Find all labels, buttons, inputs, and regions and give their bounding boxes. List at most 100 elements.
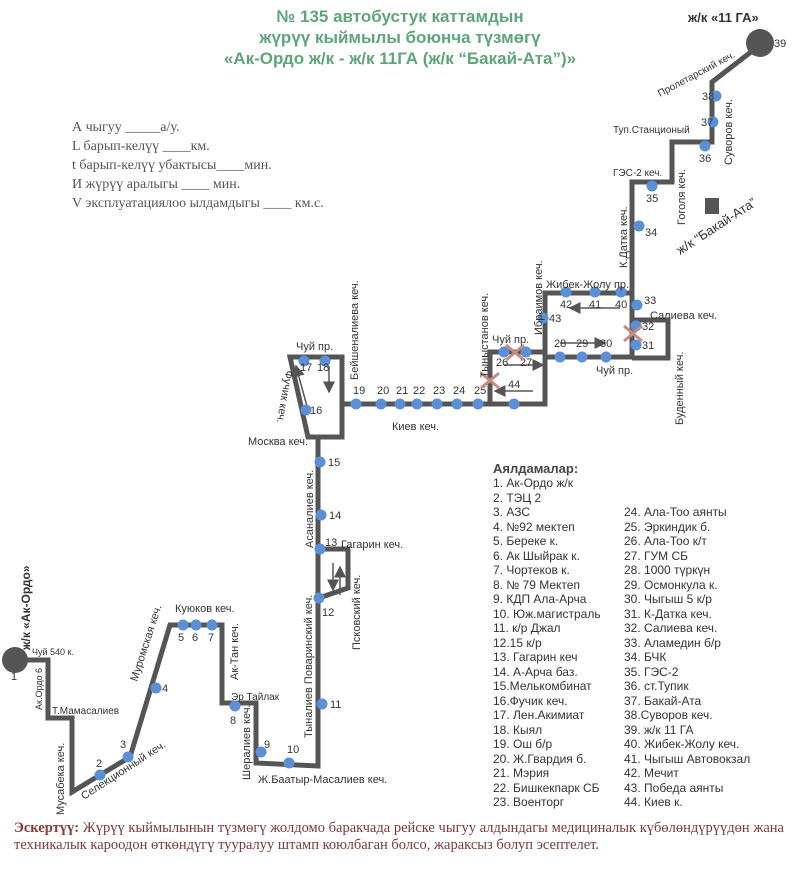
legend-stop-item: 10. Юж.магистраль — [493, 606, 601, 621]
bus-stop-number: 32 — [642, 321, 654, 333]
street-kuyukov: Куюков кеч. — [175, 603, 235, 615]
street-asanaliev: Асаналиев кеч. — [304, 470, 316, 548]
bus-stop-number: 18 — [317, 362, 329, 374]
closed-x-icon — [623, 324, 643, 343]
legend-stop-item: 31. К-Датка кеч. — [624, 606, 712, 621]
bus-stop-number: 20 — [377, 385, 389, 397]
legend-stop-item: 15.Мелькомбинат — [493, 679, 592, 693]
street-kiev: Киев кеч. — [392, 421, 439, 433]
bus-stop-number: 38 — [702, 91, 714, 103]
closed-crossings — [480, 324, 643, 390]
bus-stop-number: 44 — [508, 379, 520, 391]
legend-stop-item: 1. Ак-Ордо ж/к — [493, 476, 573, 490]
bus-stop-marker — [520, 346, 532, 358]
legend-stop-item: 32. Салиева кеч. — [624, 621, 718, 635]
bus-stop-marker — [631, 299, 643, 311]
param-speed: V эксплуатациялоо ылдамдыгы ____ км.с. — [72, 196, 324, 211]
legend-stop-item: 20. Ж.Гвардия б. — [493, 751, 587, 766]
street-gagarin: Гагарин кеч. — [341, 539, 403, 551]
legend-stop-item: 27. ГУМ СБ — [624, 548, 689, 563]
bus-stop-marker — [560, 286, 572, 298]
bus-stop-marker — [394, 398, 406, 410]
bus-stop-marker — [94, 769, 106, 781]
bus-stop-number: 37 — [701, 117, 713, 129]
bus-stop-marker — [508, 398, 520, 410]
legend-stop-item: 5. Береке к. — [493, 534, 559, 548]
legend-stop-item: 24. Ала-Тоо аянты — [624, 505, 727, 519]
legend-stop-item: 36. ст.Тупик — [624, 679, 689, 693]
bus-stop-marker — [350, 398, 362, 410]
street-saliev: Салиева кеч. — [650, 310, 717, 322]
bus-stop-number: 7 — [208, 632, 214, 644]
legend-stop-item: 37. Бакай-Ата — [624, 693, 702, 708]
closed-x-icon — [480, 371, 500, 390]
bus-stop-marker — [319, 355, 331, 367]
street-mamasaliev: Т.Мамасалиев — [52, 706, 119, 717]
bus-stop-number: 9 — [264, 739, 270, 751]
bus-stop-marker — [150, 682, 162, 694]
bus-stop-number: 35 — [646, 193, 658, 205]
bus-stop-marker — [633, 220, 645, 232]
bus-stop-marker — [313, 592, 325, 604]
legend-stop-item: 16.Фучик кеч. — [493, 693, 568, 708]
street-akordo6: Ак.Ордо 6 — [34, 668, 44, 710]
bus-stop-marker — [314, 543, 326, 555]
legend-stop-item: 19. Ош б/р — [493, 737, 553, 751]
legend-stop-item: 30. Чыгыш 5 к/р — [624, 592, 712, 606]
note-text: Жүрүү кыймылынын түзмөгү жолдомо баракча… — [14, 820, 784, 853]
bus-stop-number: 13 — [325, 537, 337, 549]
bus-stop-number: 6 — [192, 632, 198, 644]
street-moskva: Москва кеч. — [248, 436, 308, 448]
legend-stop-item: 22. Бишкекпарк СБ — [493, 780, 600, 795]
bus-stop-marker — [646, 180, 658, 192]
bus-stop-number: 26 — [496, 357, 508, 369]
bus-stop-number: 11 — [330, 699, 341, 711]
bus-stop-number: 1 — [11, 671, 17, 683]
legend-stop-item: 6. Ак Шыйрак к. — [493, 548, 580, 563]
street-chui-1: Чуй пр. — [296, 341, 333, 353]
bus-stop-marker — [589, 286, 601, 298]
street-musabek: Мусабека кеч. — [55, 743, 67, 815]
legend-stop-item: 41. Чыгыш Автовокзал — [624, 751, 751, 766]
bus-stop-marker — [498, 346, 510, 358]
bus-stop-number: 40 — [615, 299, 627, 311]
terminal-11ga-icon — [746, 29, 774, 57]
bus-stop-marker — [431, 398, 443, 410]
bus-stop-marker — [298, 355, 310, 367]
bus-stop-marker — [206, 619, 218, 631]
street-budenny: Буденный кеч. — [674, 352, 686, 425]
note-label: Эскертүү: — [14, 820, 80, 836]
legend-stop-item: 43. Победа аянты — [624, 780, 724, 795]
legend-stop-item: 33. Аламедин б/р — [624, 635, 721, 650]
bus-stop-number: 19 — [353, 385, 365, 397]
district-building-icon — [705, 198, 719, 214]
terminal-end-label: ж/к «11 ГА» — [687, 10, 759, 25]
street-chui540: Чуй 540 к. — [32, 647, 74, 657]
legend-stop-item: 13. Гагарин кеч — [493, 650, 578, 664]
street-chui-2: Чуй пр. — [492, 334, 529, 346]
bus-stop-number: 21 — [396, 385, 408, 397]
warning-note: Эскертүү: Жүрүү кыймылынын түзмөгү жолдо… — [14, 820, 784, 854]
street-baatyr: Ж.Баатыр-Масалиев кеч. — [258, 774, 387, 786]
bus-stop-number: 24 — [453, 385, 465, 397]
bus-stop-number: 34 — [645, 227, 657, 239]
street-sheraliev: Шералиев кеч. — [241, 705, 253, 781]
legend-stop-item: 7. Чортеков к. — [493, 563, 570, 577]
param-interval: И жүрүү аралыгы ____ мин. — [72, 177, 241, 192]
bus-stop-marker — [615, 286, 627, 298]
legend-stop-item: 28. 1000 түркүн — [624, 563, 711, 577]
bus-stop-number: 14 — [329, 510, 341, 522]
street-gogol: Гоголя кеч. — [676, 169, 688, 225]
street-tynystanov: Тыныстанов кеч. — [479, 293, 491, 378]
legend-stop-item: 14. А-Арча баз. — [493, 664, 578, 679]
legend-stop-item: 44. Киев к. — [624, 795, 683, 809]
bus-stop-marker — [315, 509, 327, 521]
street-aktan: Ак-Тан кеч. — [229, 623, 241, 680]
legend-stop-item: 17. Лен.Акимиат — [493, 708, 585, 722]
bus-stop-number: 23 — [433, 385, 445, 397]
legend-stop-item: 40. Жибек-Жолу кеч. — [624, 737, 740, 751]
bus-stop-number: 8 — [230, 715, 236, 727]
street-fuchik: Фучик кеч. — [274, 369, 295, 423]
